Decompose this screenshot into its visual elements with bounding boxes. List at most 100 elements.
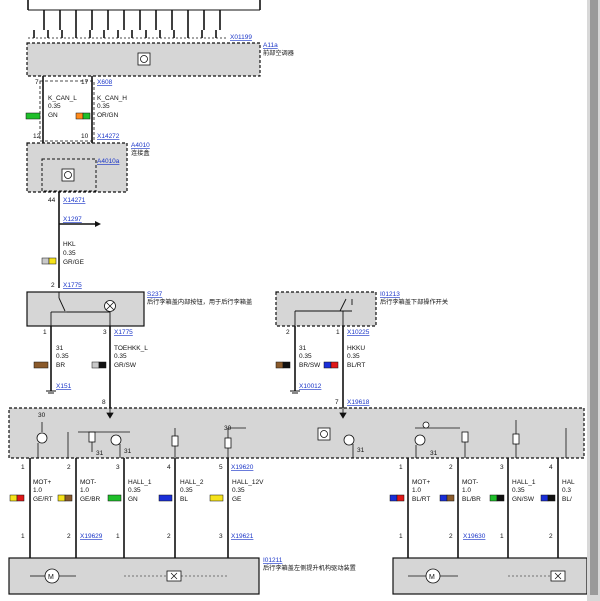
mot-minus-l-color: GE/BR <box>80 496 101 503</box>
w31-right-color: BR/SW <box>299 362 321 369</box>
color-swatch-bl <box>158 494 173 502</box>
pin-mot-plus-l-top: 1 <box>21 464 25 471</box>
svg-text:M: M <box>48 574 54 581</box>
color-swatch-bl-br <box>439 494 455 502</box>
motor-harness-right <box>407 458 559 560</box>
ecu-icon <box>137 52 151 66</box>
a4010a-code[interactable]: A4010a <box>97 158 120 165</box>
connector-x1297[interactable]: X1297 <box>63 216 82 223</box>
mot-plus-l-signal: MOT+ <box>33 479 51 486</box>
hall-r-cut-size: 0.3 <box>562 487 571 494</box>
mot-minus-l-size: 1.0 <box>80 487 89 494</box>
i01211-name: 后行李箱盖左侧提升机构驱动装置 <box>263 564 356 572</box>
motor-icon: M <box>408 568 458 584</box>
connector-x1775-mid[interactable]: X1775 <box>114 329 133 336</box>
mot-plus-r-size: 1.0 <box>412 487 421 494</box>
pin-k-can-l-top: 7 <box>35 79 39 86</box>
module-s237 <box>26 291 145 327</box>
connector-x10225[interactable]: X10225 <box>347 329 370 336</box>
pin-mot-plus-r-top: 1 <box>399 464 403 471</box>
ecu-icon <box>317 427 331 441</box>
hkku-color: BL/RT <box>347 362 365 369</box>
connector-x14272[interactable]: X14272 <box>97 133 120 140</box>
hall2-l-signal: HALL_2 <box>180 479 204 486</box>
color-swatch-or-gn <box>75 112 91 120</box>
color-swatch-br <box>33 361 49 369</box>
pin-mot-plus-l-bottom: 1 <box>21 533 25 540</box>
hall1-l-color: GN <box>128 496 138 503</box>
connector-box-x608 <box>39 80 95 142</box>
scrollbar-thumb[interactable] <box>590 0 598 595</box>
mot-plus-l-size: 1.0 <box>33 487 42 494</box>
motor-harness-left <box>29 458 229 560</box>
mot-minus-r-signal: MOT- <box>462 479 478 486</box>
tailgate-control-module <box>8 407 585 459</box>
module-internal-circuit <box>36 408 567 458</box>
pin-31-right: 2 <box>286 329 290 336</box>
i01213-code[interactable]: I01213 <box>380 291 400 298</box>
pin-mot-minus-l-top: 2 <box>67 464 71 471</box>
hkku-signal: HKKU <box>347 345 365 352</box>
connector-x10012[interactable]: X10012 <box>299 383 322 390</box>
hkl-signal: HKL <box>63 241 76 248</box>
color-swatch-bl-rt <box>389 494 405 502</box>
color-swatch-gn-sw <box>489 494 505 502</box>
connector-x1775-top[interactable]: X1775 <box>63 282 82 289</box>
supply-30-b: 30 <box>224 425 232 432</box>
a11a-code[interactable]: A11a <box>263 42 278 49</box>
color-swatch-ge-br <box>57 494 73 502</box>
connector-x14271[interactable]: X14271 <box>63 197 86 204</box>
color-swatch-gr-sw <box>91 361 107 369</box>
connector-x608[interactable]: X608 <box>97 79 113 86</box>
w31-right-size: 0.35 <box>299 353 312 360</box>
pin-hall-r-cut-top: 4 <box>549 464 553 471</box>
pin-hkl-bottom: 2 <box>51 282 55 289</box>
hall-sensor-icon <box>508 570 566 582</box>
k-can-l-color: GN <box>48 112 58 119</box>
pin-k-can-h-bottom: 10 <box>81 133 89 140</box>
hall2-l-size: 0.35 <box>180 487 193 494</box>
connector-x19620[interactable]: X19620 <box>231 464 254 471</box>
i01211-code[interactable]: I01211 <box>263 557 283 564</box>
pin-hkku-bottom: 7 <box>335 399 339 406</box>
mot-minus-r-color: BL/BR <box>462 496 481 503</box>
pin-k-can-l-bottom: 12 <box>33 133 41 140</box>
motor-icon: M <box>30 568 76 584</box>
ground-icon <box>46 390 56 394</box>
w31-left-signal: 31 <box>56 345 64 352</box>
hkku-size: 0.35 <box>347 353 360 360</box>
ground-icon <box>290 390 300 394</box>
pin-hall12v-l-top: 5 <box>219 464 223 471</box>
pin-hall1-l-top: 3 <box>116 464 120 471</box>
connector-x19629[interactable]: X19629 <box>80 533 103 540</box>
k-can-l-signal: K_CAN_L <box>48 95 77 102</box>
switch-contact-icon <box>294 298 353 326</box>
hall2-l-color: BL <box>180 496 188 503</box>
mot-plus-r-signal: MOT+ <box>412 479 430 486</box>
ground-31-a: 31 <box>96 450 104 457</box>
top-harness <box>27 0 261 38</box>
ground-31-b: 31 <box>124 448 132 455</box>
color-swatch-ge-rt <box>9 494 25 502</box>
mot-plus-r-color: BL/RT <box>412 496 430 503</box>
connector-x151[interactable]: X151 <box>56 383 72 390</box>
ecu-icon <box>61 168 75 182</box>
hall1-r-color: GN/SW <box>512 496 535 503</box>
switch-contact-icon <box>50 292 110 326</box>
i01213-name: 后行李箱盖下部操作开关 <box>380 298 448 306</box>
toehkk-size: 0.35 <box>114 353 127 360</box>
connector-x01199[interactable]: X01199 <box>230 34 252 41</box>
connector-x19630[interactable]: X19630 <box>463 533 486 540</box>
k-can-h-color: OR/GN <box>97 112 119 119</box>
ground-31-c: 31 <box>357 447 365 454</box>
connector-x19618[interactable]: X19618 <box>347 399 370 406</box>
pin-hall12v-l-bottom: 3 <box>219 533 223 540</box>
w31-left-color: BR <box>56 362 65 369</box>
mot-minus-r-size: 1.0 <box>462 487 471 494</box>
hkl-size: 0.35 <box>63 250 76 257</box>
s237-code[interactable]: S237 <box>147 291 163 298</box>
connector-x19621[interactable]: X19621 <box>231 533 254 540</box>
a4010-code[interactable]: A4010 <box>131 142 150 149</box>
pin-hall2-l-bottom: 2 <box>167 533 171 540</box>
